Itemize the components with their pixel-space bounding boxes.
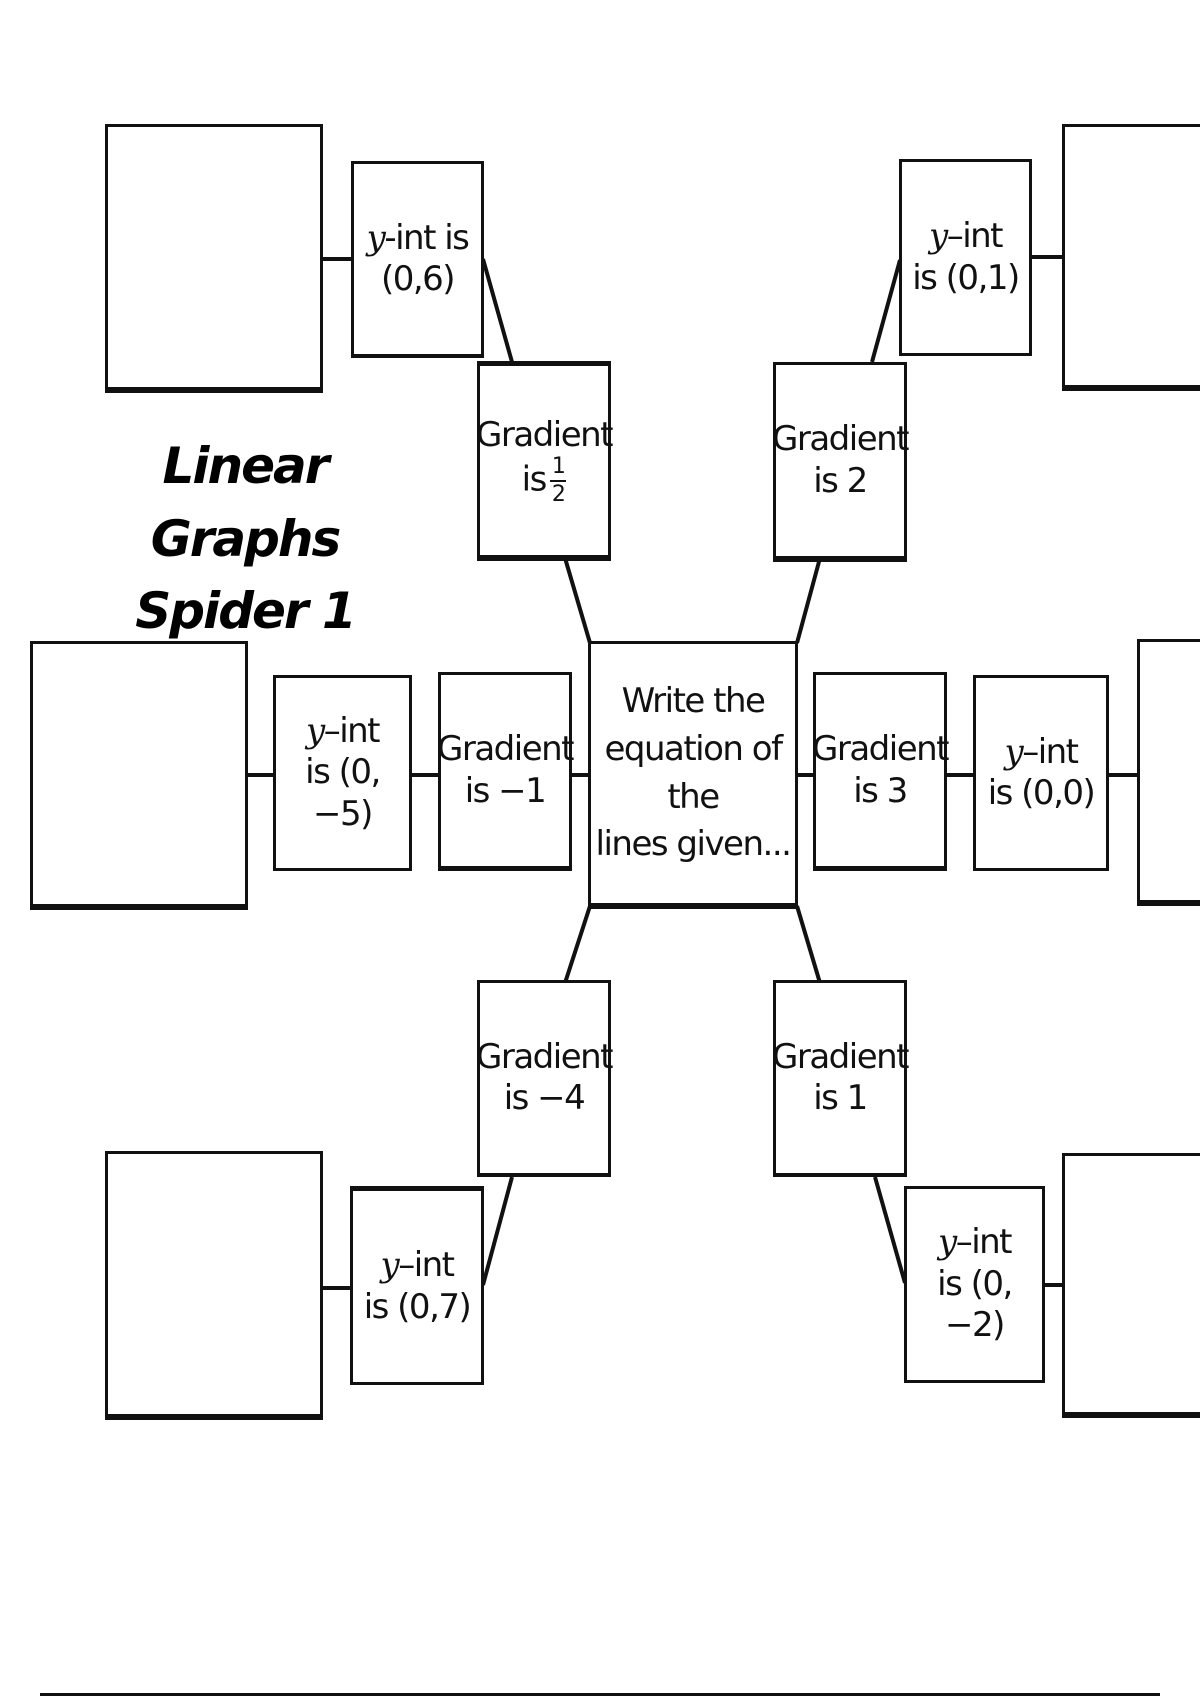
yint-clue-top-left: y-int is (0,6) — [351, 161, 484, 358]
footer-divider — [40, 1693, 1160, 1696]
connector-line — [481, 1176, 514, 1286]
center-line-3: lines given... — [595, 824, 792, 865]
connector-line — [481, 258, 514, 363]
gradient-value: is −1 — [464, 770, 547, 811]
gradient-label: Gradient — [437, 729, 575, 770]
yint-label: –int — [1022, 731, 1079, 772]
yint-label: -int is — [384, 217, 470, 258]
answer-box-top-right[interactable] — [1062, 124, 1200, 391]
gradient-clue-bottom-right: Gradient is 1 — [772, 980, 910, 1177]
gradient-value: is 1 — [813, 1078, 868, 1118]
gradient-value: is 2 — [813, 460, 868, 501]
gradient-is: is — [521, 459, 548, 500]
answer-box-top-left[interactable] — [105, 124, 323, 393]
gradient-label: Gradient — [772, 419, 910, 460]
yint-clue-middle-left: y–int is (0, −5) — [273, 675, 412, 871]
yint-clue-bottom-left: y–int is (0,7) — [350, 1186, 484, 1385]
y-variable: y — [366, 217, 386, 258]
yint-label: –int — [955, 1222, 1013, 1263]
yint-label: –int — [323, 710, 381, 751]
answer-box-middle-right[interactable] — [1137, 639, 1200, 906]
gradient-clue-top-right: Gradient is 2 — [772, 362, 910, 562]
y-variable: y — [928, 216, 948, 257]
gradient-label: Gradient — [812, 729, 950, 770]
y-variable: y — [305, 710, 325, 751]
center-line-1: Write the — [621, 681, 766, 722]
answer-box-middle-left[interactable] — [30, 641, 248, 910]
connector-line — [873, 1176, 907, 1284]
yint-label: –int — [946, 216, 1004, 257]
gradient-clue-bottom-left: Gradient is −4 — [476, 980, 614, 1177]
yint-value: is (0, −2) — [937, 1263, 1013, 1346]
yint-value: is (0, −5) — [305, 752, 381, 834]
yint-clue-top-right: y–int is (0,1) — [899, 159, 1032, 356]
center-instruction-box: Write the equation of the lines given... — [588, 641, 798, 909]
y-variable: y — [380, 1245, 399, 1286]
answer-box-bottom-left[interactable] — [105, 1151, 323, 1420]
gradient-clue-middle-right: Gradient is 3 — [812, 672, 950, 871]
worksheet-title: Linear Graphs Spider 1 — [100, 430, 390, 648]
connector-line — [563, 557, 592, 644]
gradient-label: Gradient — [772, 1036, 910, 1077]
connector-line — [795, 905, 822, 984]
connector-line — [870, 259, 902, 363]
yint-clue-bottom-right: y–int is (0, −2) — [904, 1186, 1045, 1383]
answer-box-bottom-right[interactable] — [1062, 1153, 1200, 1418]
yint-value: is (0,7) — [363, 1286, 472, 1327]
yint-clue-middle-right: y–int is (0,0) — [973, 675, 1109, 871]
gradient-value: is 3 — [853, 770, 908, 811]
yint-label: –int — [398, 1245, 455, 1286]
gradient-label: Gradient — [476, 414, 614, 455]
gradient-label: Gradient — [476, 1036, 614, 1077]
yint-value: (0,6) — [380, 259, 456, 299]
connector-line — [563, 905, 592, 984]
title-line-1: Linear Graphs — [150, 437, 342, 568]
yint-value: is (0,0) — [987, 773, 1096, 813]
y-variable: y — [937, 1222, 957, 1263]
center-line-2: equation of the — [604, 728, 783, 817]
gradient-clue-middle-left: Gradient is −1 — [437, 672, 575, 871]
connector-line — [795, 557, 822, 644]
yint-value: is (0,1) — [912, 257, 1020, 298]
y-variable: y — [1004, 731, 1023, 772]
title-line-2: Spider 1 — [135, 582, 357, 640]
gradient-value: is −4 — [503, 1078, 586, 1118]
